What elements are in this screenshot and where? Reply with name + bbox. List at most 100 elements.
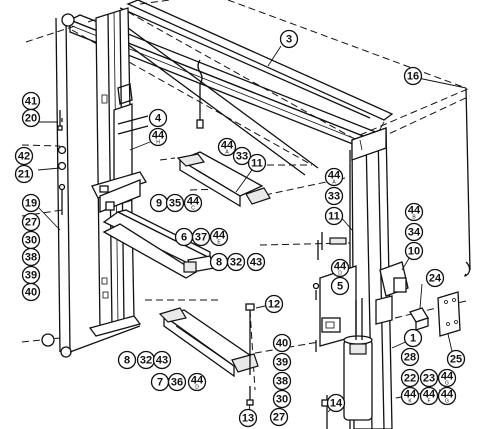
callout-circle	[324, 167, 344, 187]
callout-sublabel: K	[408, 399, 412, 405]
callout-label: 44	[187, 196, 200, 208]
callout-label: 1	[410, 333, 416, 345]
callout-label: 32	[140, 355, 152, 367]
callout-sublabel: D	[195, 385, 199, 391]
callout-20: 20	[21, 108, 41, 128]
callout-label: 8	[216, 257, 222, 269]
callout-label: 8	[124, 355, 130, 367]
callout-14: 14	[326, 393, 346, 413]
cable-routing-lines	[21, 0, 471, 401]
callout-circle	[419, 368, 439, 388]
callout-21: 21	[14, 164, 34, 184]
callout-label: 44	[152, 130, 165, 142]
callout-label: 44	[213, 230, 226, 242]
callout-label: 27	[273, 412, 285, 424]
callout-8: 8	[117, 350, 137, 370]
callout-circle	[330, 258, 350, 278]
callout-sublabel: G	[445, 381, 449, 387]
callout-36: 36	[167, 372, 187, 392]
callout-circle	[14, 164, 34, 184]
callout-label: 39	[276, 357, 288, 369]
callout-label: 24	[429, 273, 442, 285]
callout-12: 12	[264, 294, 284, 314]
callout-circle	[400, 347, 420, 367]
callout-label: 44	[404, 389, 417, 401]
callout-circle	[183, 193, 203, 213]
front-lift-arm-upper	[102, 209, 215, 279]
callout-circle	[247, 153, 267, 173]
callout-44-k: 44K	[400, 386, 420, 406]
callout-sublabel: G	[445, 399, 449, 405]
callout-8: 8	[209, 252, 229, 272]
callout-circle	[272, 352, 292, 372]
callout-41: 41	[21, 91, 41, 111]
callout-23: 23	[419, 368, 439, 388]
callout-38: 38	[21, 247, 41, 267]
callout-39: 39	[21, 265, 41, 285]
callout-42: 42	[14, 146, 34, 166]
callout-44-f: 44F	[419, 386, 439, 406]
left-carriage	[91, 103, 149, 213]
callout-40: 40	[21, 282, 41, 302]
callout-circle	[187, 372, 207, 392]
callout-label: 42	[18, 151, 30, 163]
callout-label: 44	[408, 205, 421, 217]
callout-11: 11	[324, 206, 344, 226]
callout-label: 9	[156, 198, 162, 210]
callout-label: 34	[408, 227, 421, 239]
callout-circle	[272, 333, 292, 353]
callout-circle	[326, 393, 346, 413]
callout-3: 3	[279, 29, 299, 49]
callout-44-g: 44G	[437, 386, 457, 406]
mount-plate	[409, 291, 461, 337]
callout-label: 44	[328, 170, 341, 182]
callout-16: 16	[403, 66, 423, 86]
callout-33: 33	[232, 146, 252, 166]
callout-circle	[330, 276, 350, 296]
callout-sublabel: A	[225, 150, 229, 156]
callout-label: 5	[337, 281, 343, 293]
callout-label: 11	[328, 211, 340, 223]
callout-32: 32	[136, 350, 156, 370]
callout-label: 11	[251, 158, 263, 170]
callout-19: 19	[21, 193, 41, 213]
callout-10: 10	[404, 241, 424, 261]
callout-label: 44	[334, 261, 347, 273]
callout-label: 22	[404, 373, 416, 385]
callout-6: 6	[174, 227, 194, 247]
callout-44-a: 44A	[217, 137, 237, 157]
callout-circle	[21, 193, 41, 213]
callout-circle	[21, 108, 41, 128]
callout-sublabel: C	[191, 206, 195, 212]
callout-label: 13	[242, 413, 254, 425]
callout-label: 38	[276, 376, 288, 388]
callout-30: 30	[21, 230, 41, 250]
callout-label: 43	[156, 355, 168, 367]
callout-44-c: 44C	[183, 193, 203, 213]
callout-43: 43	[152, 350, 172, 370]
callout-7: 7	[150, 372, 170, 392]
right-pin-parts	[312, 232, 347, 352]
callout-label: 39	[25, 270, 37, 282]
callout-1: 1	[403, 328, 423, 348]
callout-circle	[148, 108, 168, 128]
callout-circle	[21, 212, 41, 232]
callout-circle	[117, 350, 137, 370]
callout-circle	[21, 282, 41, 302]
callout-label: 27	[25, 217, 37, 229]
callout-label: 37	[195, 232, 207, 244]
callout-circle	[21, 247, 41, 267]
callout-circle	[167, 372, 187, 392]
callout-44-a: 44A	[324, 167, 344, 187]
callout-label: 40	[276, 338, 288, 350]
callout-43: 43	[246, 252, 266, 272]
callout-circle	[403, 66, 423, 86]
callout-circle	[272, 389, 292, 409]
callout-32: 32	[226, 252, 246, 272]
callout-label: 28	[404, 352, 416, 364]
callout-label: 41	[25, 96, 37, 108]
callout-34: 34	[404, 222, 424, 242]
callout-circle	[217, 137, 237, 157]
callout-label: 30	[276, 394, 288, 406]
